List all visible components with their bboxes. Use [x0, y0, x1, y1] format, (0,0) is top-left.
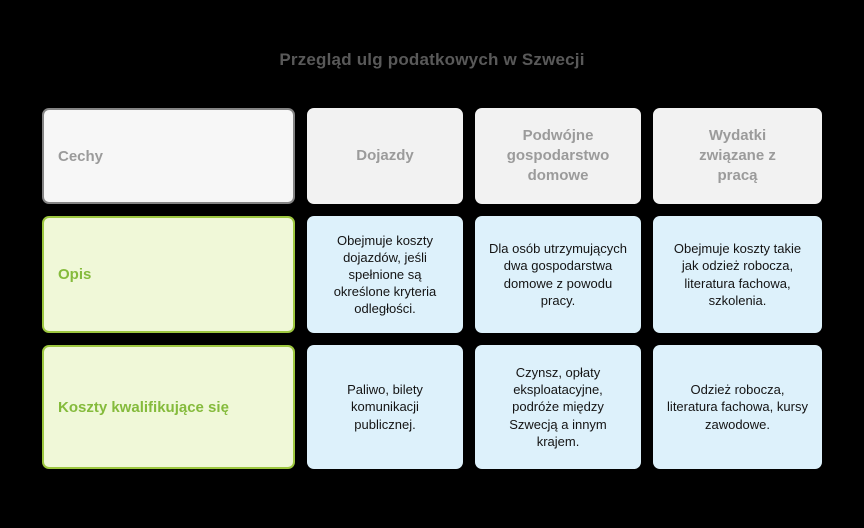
cell-text: Czynsz, opłaty eksploatacyjne, podróże m…: [509, 365, 607, 449]
row-label-opis: Opis: [42, 216, 295, 333]
column-header-label: Podwójne gospodarstwo domowe: [506, 126, 610, 185]
cell-koszty-dojazdy: Paliwo, bilety komunikacji publicznej.: [307, 345, 463, 469]
page-title: Przegląd ulg podatkowych w Szwecji: [279, 50, 585, 69]
cell-opis-podwojne-gospodarstwo: Dla osób utrzymujących dwa gospodarstwa …: [475, 216, 641, 333]
cell-text: Paliwo, bilety komunikacji publicznej.: [347, 382, 423, 432]
row-label-text: Opis: [58, 266, 92, 283]
cell-opis-dojazdy: Obejmuje koszty dojazdów, jeśli spełnion…: [307, 216, 463, 333]
row-label-koszty-kwalifikujace: Koszty kwalifikujące się: [42, 345, 295, 469]
cell-text: Odzież robocza, literatura fachowa, kurs…: [667, 382, 808, 432]
cell-text: Obejmuje koszty takie jak odzież robocza…: [673, 241, 802, 308]
cell-opis-wydatki-praca: Obejmuje koszty takie jak odzież robocza…: [653, 216, 822, 333]
column-header-podwojne-gospodarstwo: Podwójne gospodarstwo domowe: [475, 108, 641, 204]
cell-koszty-wydatki-praca: Odzież robocza, literatura fachowa, kurs…: [653, 345, 822, 469]
corner-header-cechy: Cechy: [42, 108, 295, 204]
column-header-dojazdy: Dojazdy: [307, 108, 463, 204]
cell-text: Obejmuje koszty dojazdów, jeśli spełnion…: [333, 232, 437, 317]
row-label-text: Koszty kwalifikujące się: [58, 398, 229, 416]
comparison-table: Cechy Dojazdy Podwójne gospodarstwo domo…: [42, 108, 822, 469]
corner-header-label: Cechy: [58, 147, 104, 165]
cell-text: Dla osób utrzymujących dwa gospodarstwa …: [489, 241, 627, 308]
column-header-label: Dojazdy: [356, 146, 414, 164]
cell-koszty-podwojne-gospodarstwo: Czynsz, opłaty eksploatacyjne, podróże m…: [475, 345, 641, 469]
column-header-wydatki-praca: Wydatki związane z pracą: [653, 108, 822, 204]
column-header-label: Wydatki związane z pracą: [699, 126, 776, 185]
